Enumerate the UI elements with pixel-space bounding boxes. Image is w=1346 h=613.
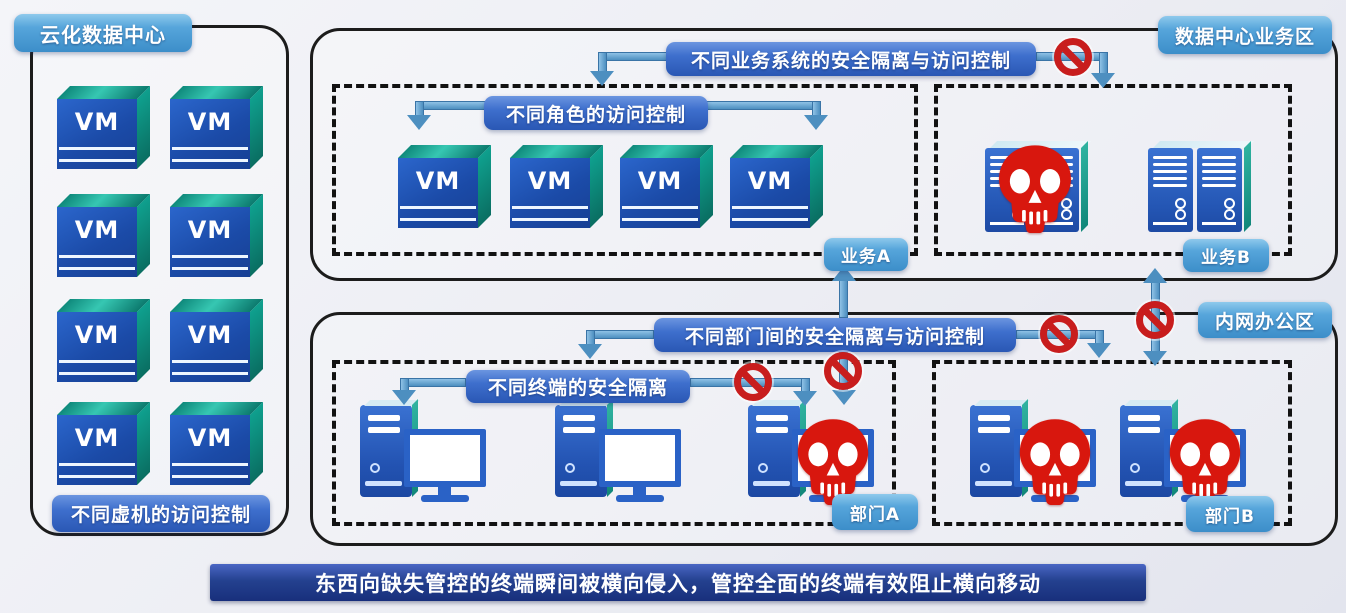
dc-business-zone-text: 数据中心业务区: [1174, 25, 1315, 48]
summary-banner: 东西向缺失管控的终端瞬间被横向侵入，管控全面的终端有效阻止横向移动: [210, 564, 1146, 601]
terminal-isolation-label: 不同终端的安全隔离: [466, 370, 690, 403]
arrow-role-right: [812, 101, 821, 116]
skull-icon: [1169, 419, 1241, 505]
vm-cube: VM: [170, 194, 263, 277]
arrow-role-left: [415, 101, 424, 116]
arrow-to-business-b: [1099, 52, 1108, 74]
business-b-label: 业务B: [1183, 239, 1269, 272]
arrowhead-up-icon: [1143, 268, 1167, 283]
terminal-compromised: [970, 405, 1098, 505]
intranet-office-text: 内网办公区: [1214, 310, 1315, 333]
business-a-label: 业务A: [824, 238, 908, 271]
business-isolation-text: 不同业务系统的安全隔离与访问控制: [690, 49, 1011, 72]
server-pair-clean: [1148, 145, 1244, 235]
business-a-dashed-box: [332, 84, 918, 256]
terminal-compromised: [1120, 405, 1248, 505]
vm-cube: VM: [170, 86, 263, 169]
role-access-label: 不同角色的访问控制: [484, 96, 708, 130]
arrowhead-down-icon: [590, 71, 614, 86]
arrowhead-down-icon: [392, 390, 416, 405]
arrowhead-down-icon: [578, 344, 602, 359]
arrow-terminal-left: [400, 378, 466, 387]
dept-a-dashed-box: [332, 360, 896, 526]
dept-isolation-label: 不同部门间的安全隔离与访问控制: [654, 318, 1016, 352]
arrow-role-right: [706, 101, 821, 110]
arrowhead-down-icon: [1091, 73, 1115, 88]
arrow-to-business-a: [598, 52, 668, 61]
arrowhead-down-icon: [804, 115, 828, 130]
vm-access-label: 不同虚机的访问控制: [52, 495, 270, 532]
vm-cube: VM: [57, 402, 150, 485]
terminal-clean: [555, 405, 683, 503]
role-access-text: 不同角色的访问控制: [505, 103, 686, 126]
cloud-datacenter-text: 云化数据中心: [40, 22, 166, 47]
skull-icon: [999, 145, 1071, 233]
vm-cube: VM: [57, 86, 150, 169]
vm-cube: VM: [170, 299, 263, 382]
skull-icon: [1019, 419, 1091, 505]
arrow-role-left: [415, 101, 487, 110]
vm-cube: VM: [57, 194, 150, 277]
dept-a-text: 部门A: [849, 504, 901, 525]
cloud-datacenter-label: 云化数据中心: [14, 14, 192, 52]
no-entry-icon: [1040, 315, 1078, 353]
dept-a-label: 部门A: [832, 494, 918, 530]
business-b-text: 业务B: [1201, 248, 1251, 268]
dept-b-dashed-box: [932, 360, 1292, 526]
arrowhead-down-icon: [1087, 343, 1111, 358]
arrowhead-down-icon: [1143, 351, 1167, 366]
dept-isolation-text: 不同部门间的安全隔离与访问控制: [684, 325, 985, 348]
vm-access-text: 不同虚机的访问控制: [70, 504, 251, 526]
dept-b-text: 部门B: [1205, 506, 1255, 527]
summary-banner-text: 东西向缺失管控的终端瞬间被横向侵入，管控全面的终端有效阻止横向移动: [315, 571, 1041, 596]
terminal-compromised: [748, 405, 876, 505]
dc-business-zone-label: 数据中心业务区: [1158, 16, 1332, 54]
vm-cube: VM: [620, 145, 713, 228]
vm-cube: VM: [170, 402, 263, 485]
intranet-office-label: 内网办公区: [1198, 302, 1332, 338]
terminal-clean: [360, 405, 488, 503]
arrow-dept-left: [586, 330, 654, 339]
arrowhead-down-icon: [793, 391, 817, 406]
vm-cube: VM: [510, 145, 603, 228]
business-isolation-label: 不同业务系统的安全隔离与访问控制: [666, 42, 1036, 76]
arrow-to-business-a: [598, 52, 607, 72]
server-pair-compromised: [985, 145, 1081, 235]
skull-icon: [797, 419, 869, 505]
no-entry-icon: [734, 363, 772, 401]
arrow-dept-to-business-a: [839, 279, 848, 318]
vm-cube: VM: [398, 145, 491, 228]
arrowhead-down-icon: [407, 115, 431, 130]
terminal-isolation-text: 不同终端的安全隔离: [487, 377, 668, 399]
business-a-text: 业务A: [840, 247, 892, 267]
vm-cube: VM: [730, 145, 823, 228]
arrowhead-down-icon: [832, 390, 856, 405]
vm-cube: VM: [57, 299, 150, 382]
no-entry-icon: [1136, 301, 1174, 339]
no-entry-icon: [824, 352, 862, 390]
dept-b-label: 部门B: [1186, 496, 1274, 532]
no-entry-icon: [1054, 38, 1092, 76]
